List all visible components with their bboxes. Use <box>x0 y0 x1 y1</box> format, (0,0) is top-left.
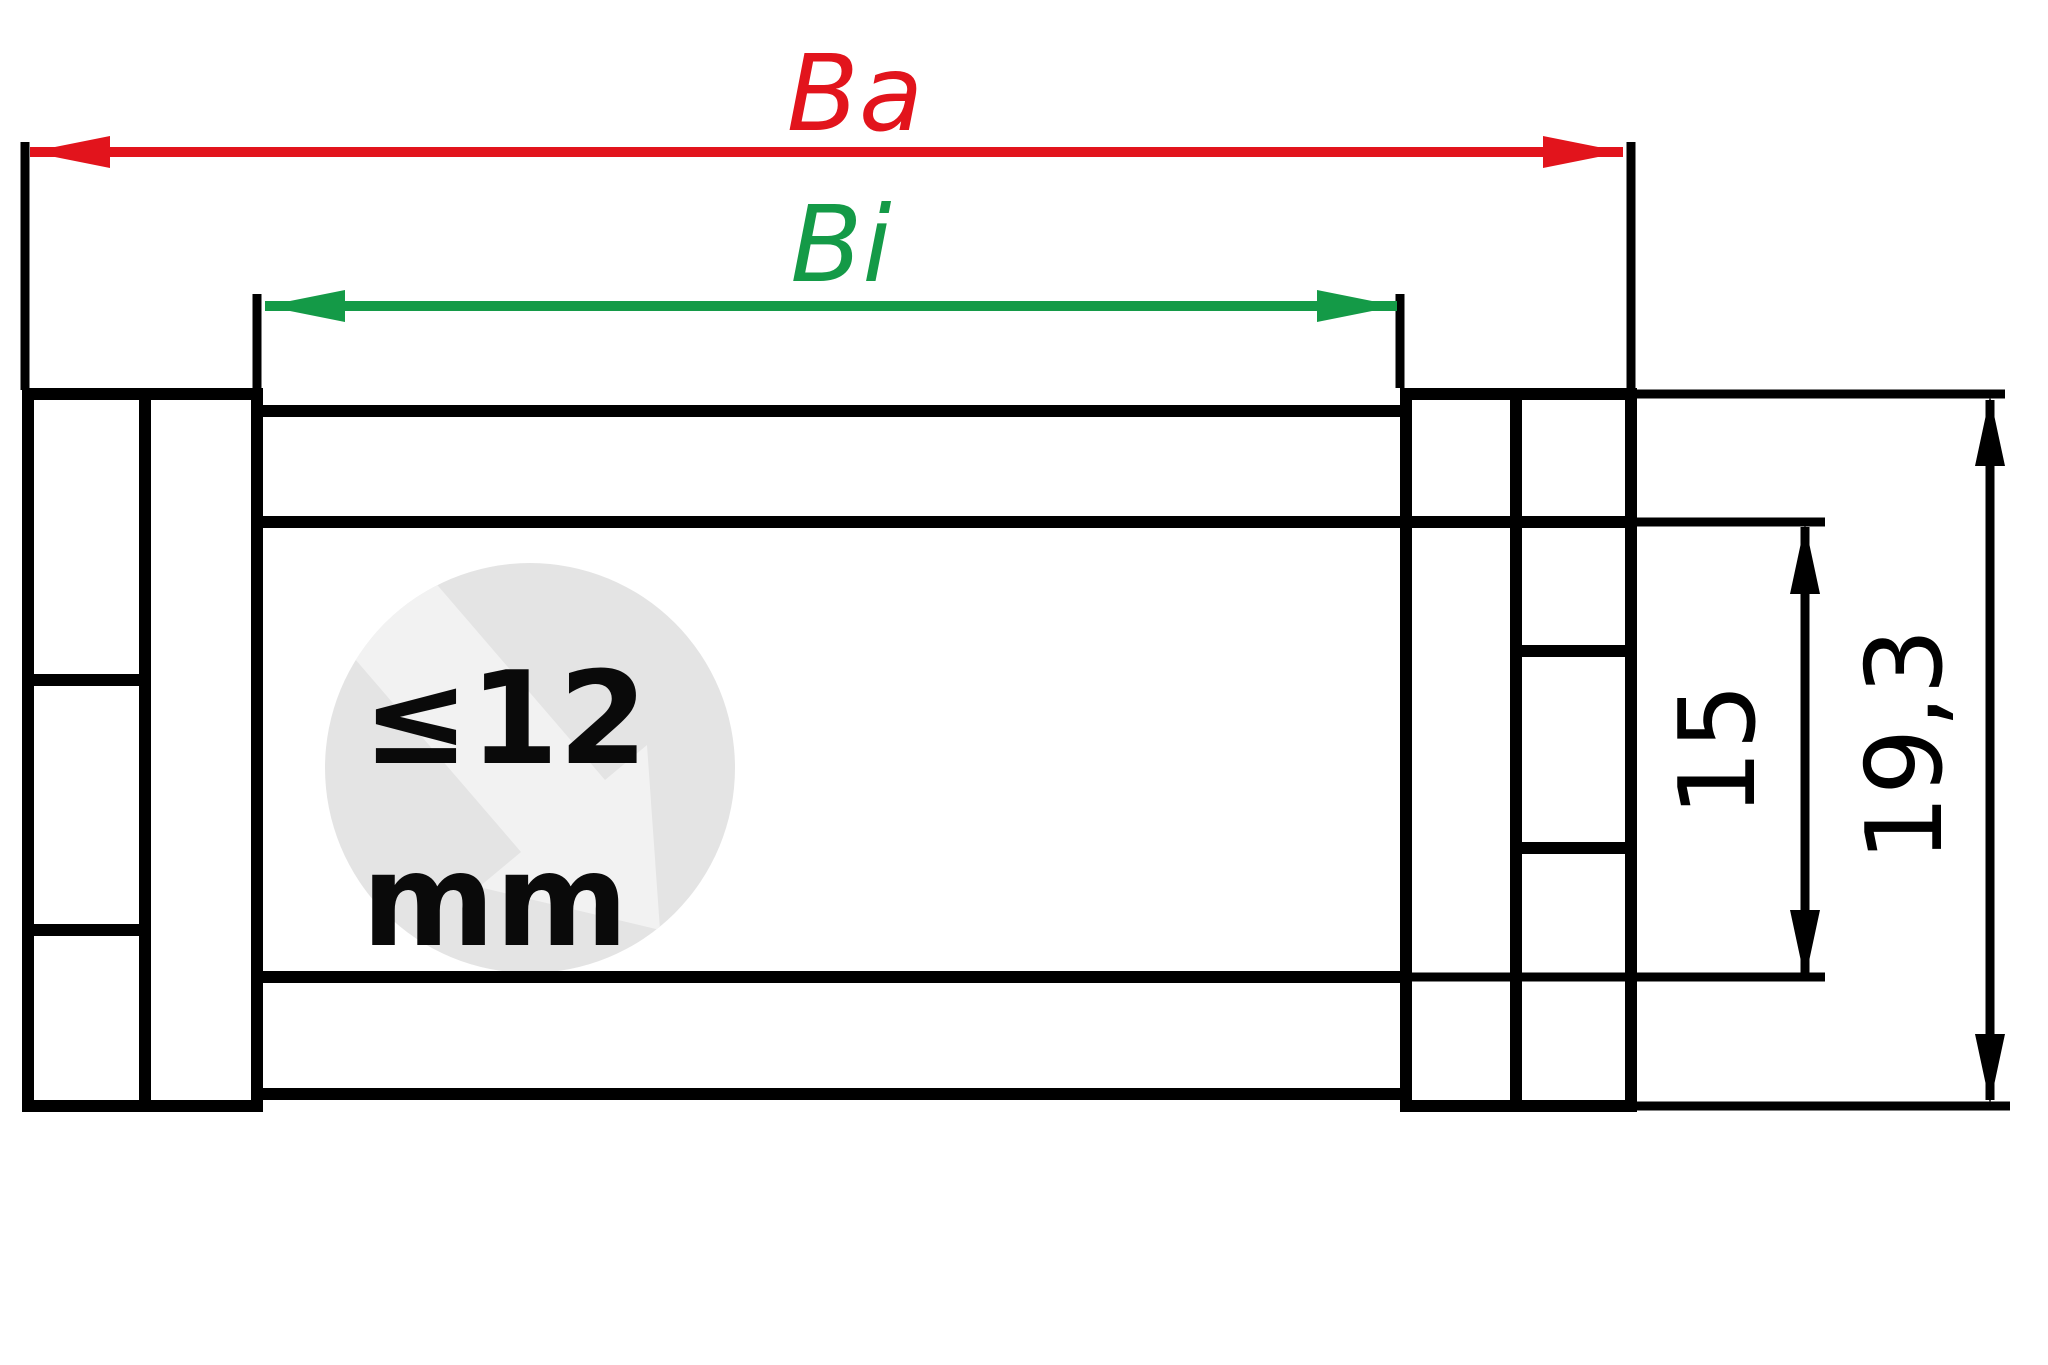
part-left-bracket <box>22 388 263 1112</box>
ba-dimension-label: Ba <box>787 33 923 155</box>
dim-inner-width: Bi <box>252 184 1405 388</box>
watermark-max-diameter: ≤12 <box>362 645 647 794</box>
inner-height-dimension-label: 15 <box>1657 683 1779 817</box>
inner-height-arrowhead-bottom <box>1790 910 1820 980</box>
outer-height-arrowhead-top <box>1975 396 2005 466</box>
watermark-badge: ≤12 mm <box>325 563 735 976</box>
ba-arrowhead-left <box>30 136 110 168</box>
part-main-body <box>263 405 1400 1100</box>
dim-outer-width: Ba <box>20 33 1636 390</box>
dim-inner-height: 15 <box>1657 524 1820 980</box>
outer-height-dimension-label: 19,3 <box>1844 628 1966 862</box>
bi-arrowhead-left <box>265 290 345 322</box>
bi-dimension-label: Bi <box>790 184 891 306</box>
ba-arrowhead-right <box>1543 136 1623 168</box>
dim-outer-height: 19,3 <box>1844 396 2005 1104</box>
right-leader-lines <box>1406 389 2010 1111</box>
part-right-bracket <box>1400 388 1637 1112</box>
bi-arrowhead-right <box>1317 290 1397 322</box>
watermark-arrow-icon <box>325 563 660 930</box>
inner-height-arrowhead-top <box>1790 524 1820 594</box>
watermark-unit: mm <box>362 827 629 976</box>
outer-height-arrowhead-bottom <box>1975 1034 2005 1104</box>
